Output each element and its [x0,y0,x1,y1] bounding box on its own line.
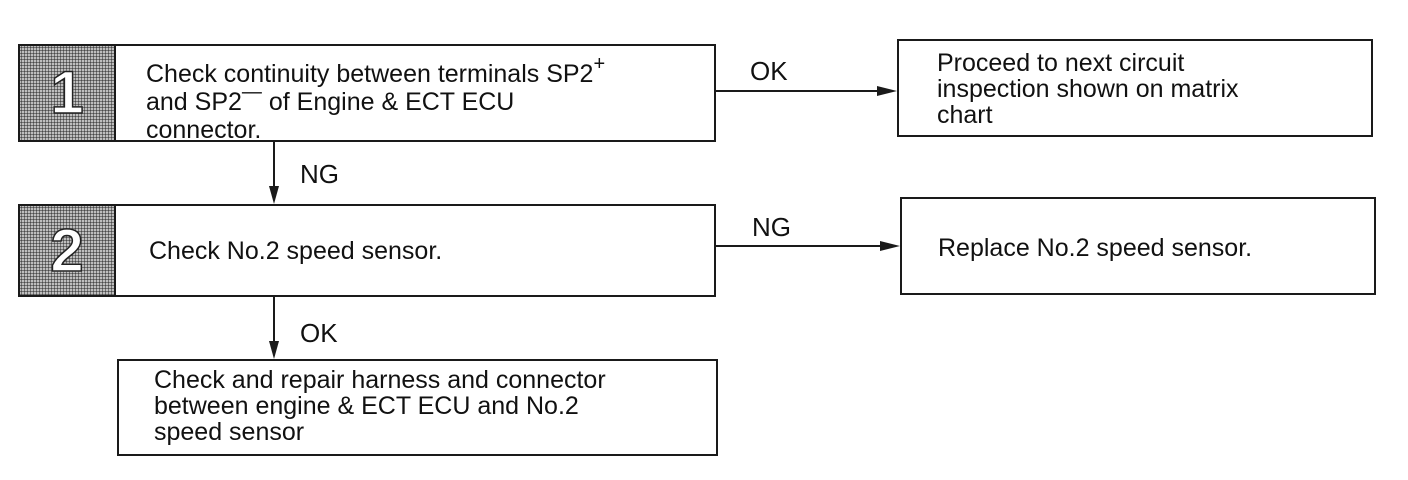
step-1-text-sup1: + [593,52,606,75]
step1-ng-arrowhead [269,186,279,204]
step-1-number-cell: 1 [20,46,116,140]
repair-box: Check and repair harness and connector b… [117,359,718,456]
step-1-text-part2: and SP2 [146,88,242,116]
step-1-number: 1 [50,59,85,126]
step-1-text-content: Check continuity between terminals SP2+ … [146,54,605,144]
replace-text: Replace No.2 speed sensor. [938,234,1253,262]
step-1-text: Check continuity between terminals SP2+ … [116,46,714,144]
step-1-box: 1 Check continuity between terminals SP2… [18,44,716,144]
repair-text: Check and repair harness and connector b… [154,366,606,446]
step1-ok-arrowhead [877,86,897,96]
proceed-box: Proceed to next circuit inspection shown… [897,39,1373,137]
step-1-text-part3: of Engine & ECT ECU connector. [146,88,515,144]
step2-ng-arrowhead [880,241,900,251]
replace-box: Replace No.2 speed sensor. [900,197,1376,295]
step-1-text-part1: Check continuity between terminals SP2 [146,60,594,88]
step-2-number-cell: 2 [20,206,116,295]
step-2-box: 2 Check No.2 speed sensor. [18,204,716,297]
proceed-text: Proceed to next circuit inspection shown… [937,49,1239,129]
step-2-text: Check No.2 speed sensor. [149,236,443,265]
step2-ok-label: OK [300,318,338,348]
step-2-number: 2 [50,216,85,284]
step2-ng-label: NG [752,212,791,242]
step1-ng-label: NG [300,159,339,189]
step1-ok-label: OK [750,56,788,86]
step-1-text-sup2: — [241,80,262,103]
step2-ok-arrowhead [269,341,279,359]
